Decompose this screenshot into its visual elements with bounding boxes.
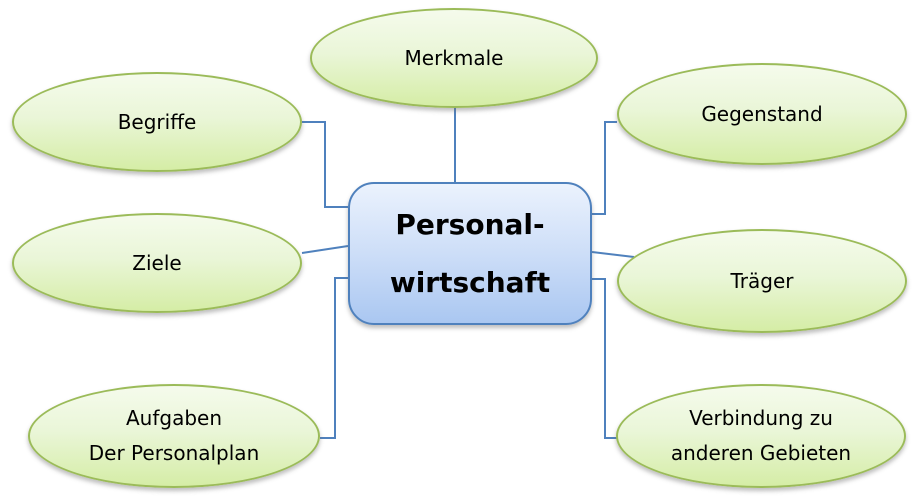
branch-merkmale: Merkmale bbox=[310, 8, 598, 108]
branch-gegenstand: Gegenstand bbox=[617, 63, 907, 165]
branch-ziele-label: Ziele bbox=[132, 250, 182, 275]
connector-begriffe bbox=[302, 121, 348, 208]
branch-traeger: Träger bbox=[617, 229, 907, 333]
connector-traeger bbox=[591, 251, 635, 258]
branch-aufgaben-label-line1: Aufgaben bbox=[125, 406, 223, 430]
connector-aufgaben bbox=[320, 277, 348, 439]
connector-ziele bbox=[301, 245, 349, 254]
branch-begriffe: Begriffe bbox=[12, 72, 302, 172]
connector-verbindung bbox=[592, 278, 618, 439]
branch-gegenstand-label: Gegenstand bbox=[701, 101, 823, 126]
branch-verbindung-andere-gebiete: Verbindung zu anderen Gebieten bbox=[616, 384, 906, 488]
central-topic-personalwirtschaft: Personal- wirtschaft bbox=[348, 182, 592, 325]
branch-begriffe-label: Begriffe bbox=[117, 109, 197, 134]
branch-aufgaben-personalplan: Aufgaben Der Personalplan bbox=[28, 384, 320, 488]
branch-merkmale-label: Merkmale bbox=[404, 45, 504, 70]
branch-ziele: Ziele bbox=[12, 213, 302, 313]
branch-verbindung-label-line2: anderen Gebieten bbox=[670, 441, 852, 465]
branch-verbindung-label-line1: Verbindung zu bbox=[689, 406, 833, 430]
central-topic-label-line2: wirtschaft bbox=[389, 265, 551, 299]
branch-aufgaben-label-line2: Der Personalplan bbox=[88, 441, 260, 465]
connector-gegenstand bbox=[592, 121, 617, 215]
branch-traeger-label: Träger bbox=[730, 268, 794, 293]
central-topic-label-line1: Personal- bbox=[395, 208, 545, 242]
